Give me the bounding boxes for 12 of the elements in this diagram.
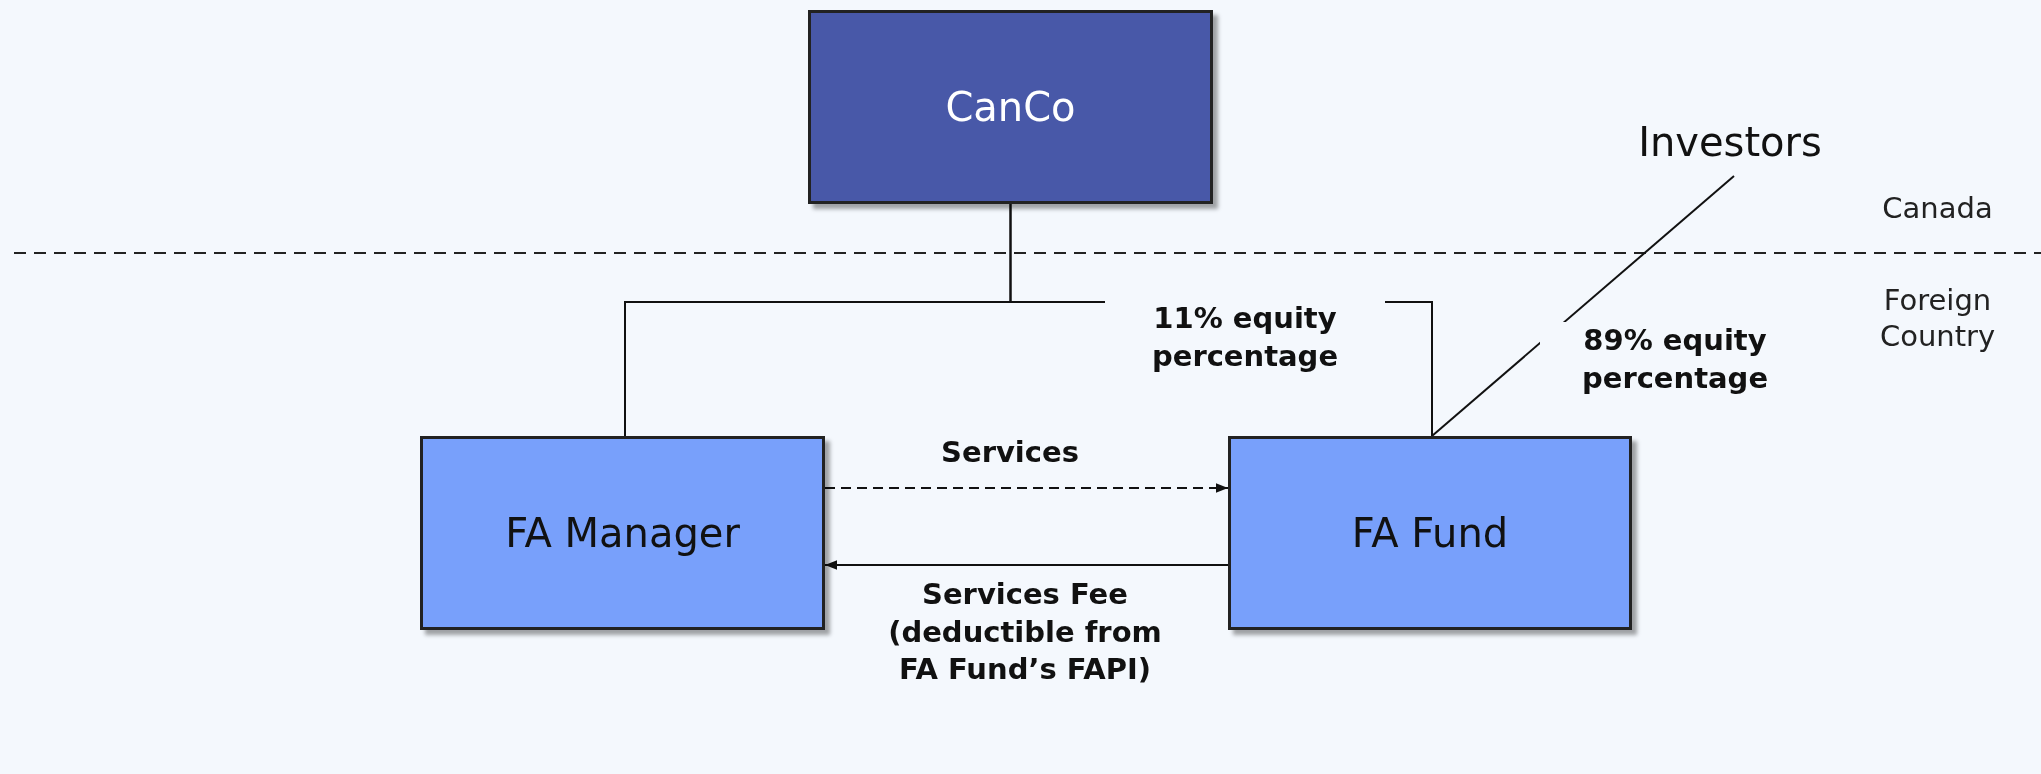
entity-name: FA Manager	[505, 510, 740, 556]
entity-name: CanCo	[945, 84, 1076, 130]
entity-box	[1228, 436, 1632, 630]
ownership-line	[1431, 175, 1735, 437]
region-label: Canada	[1881, 190, 1994, 227]
region-label: Foreign Country	[1878, 282, 1997, 355]
dashed-arrow	[824, 483, 1229, 493]
entity-box	[420, 436, 825, 630]
node-text: Investors	[1638, 119, 1822, 165]
entity-name: FA Fund	[1351, 510, 1509, 556]
arrow	[824, 560, 1229, 570]
entity-box	[808, 10, 1213, 204]
